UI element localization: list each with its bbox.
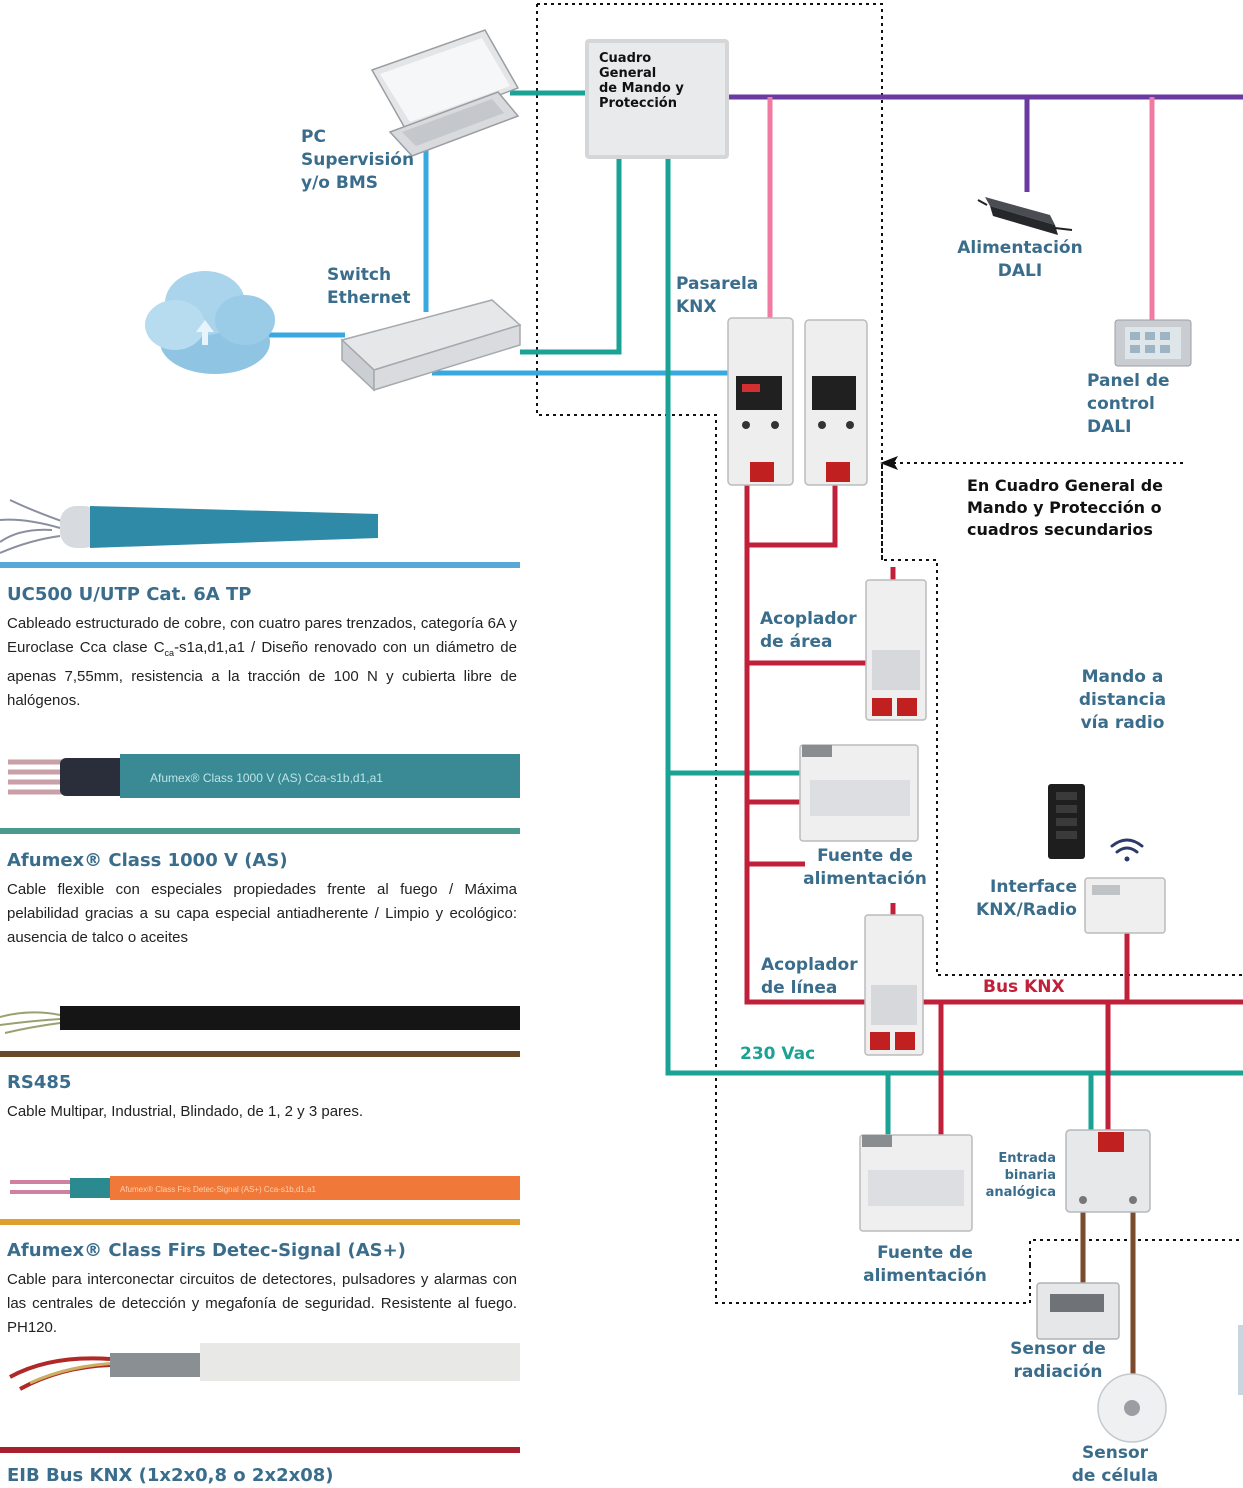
cable-photo <box>0 1006 520 1034</box>
dali-panel-label: Panel de control DALI <box>1087 371 1170 437</box>
cable-print-text: Afumex® Class 1000 V (AS) Cca-s1b,d1,a1 <box>150 771 383 785</box>
cell-sensor-label: Sensor de célula <box>1071 1443 1159 1486</box>
knx-radio-interface-module <box>1084 877 1166 934</box>
enclosure-boundary <box>536 3 1243 1304</box>
radiation-sensor-icon <box>1036 1282 1120 1340</box>
cable-strip <box>0 1051 520 1057</box>
knx-power-supply-module <box>799 744 919 842</box>
cable-photo <box>9 1343 520 1391</box>
knx-power-supply-module <box>859 1134 973 1232</box>
main-switchboard: Cuadro General de Mando y Protección <box>585 39 729 159</box>
cell-sensor-icon <box>1097 1373 1167 1443</box>
vac-label: 230 Vac <box>740 1044 816 1064</box>
cable-description: Cable para interconectar circuitos de de… <box>7 1271 517 1336</box>
cable-photo: Afumex® Class Firs Detec-Signal (AS+) Cc… <box>10 1176 520 1200</box>
cable-title: Afumex® Class 1000 V (AS) <box>7 850 288 871</box>
knx-gateway-module <box>727 317 794 486</box>
gateway-label: Pasarela KNX <box>676 274 759 317</box>
knx-gateway-module <box>804 319 868 486</box>
area-coupler-module <box>865 579 927 721</box>
dali-control-panel-icon <box>1114 319 1192 367</box>
binary-input-module <box>1065 1129 1151 1213</box>
cable-description: Cable Multipar, Industrial, Blindado, de… <box>7 1103 364 1120</box>
pc-label: PC Supervisión y/o BMS <box>301 127 415 193</box>
dali-power-supply-icon <box>977 197 1073 235</box>
ethernet-wires <box>255 140 730 376</box>
wifi-icon <box>1110 838 1144 862</box>
remote-control-icon <box>1048 784 1085 859</box>
cable-title: EIB Bus KNX (1x2x0,8 o 2x2x08) <box>7 1465 334 1486</box>
line-coupler-module <box>864 914 924 1056</box>
cuadro-note: En Cuadro General de Mando y Protección … <box>967 476 1163 539</box>
cable-strip <box>0 1219 520 1225</box>
radiation-sensor-label: Sensor de radiación <box>1010 1339 1106 1382</box>
remote-label: Mando a distancia vía radio <box>1078 667 1167 733</box>
cable-print-text: Afumex® Class Firs Detec-Signal (AS+) Cc… <box>120 1185 317 1194</box>
cable-description: Cable flexible con especiales propiedade… <box>7 881 517 946</box>
cable-title: Afumex® Class Firs Detec-Signal (AS+) <box>7 1240 406 1261</box>
power-230v-wires <box>510 90 1243 1145</box>
note-arrowhead <box>880 456 898 470</box>
area-coupler-label: Acoplador de área <box>760 609 857 652</box>
ethernet-switch-icon <box>340 299 522 392</box>
bus-knx-label: Bus KNX <box>983 977 1065 997</box>
edge-device-fragment <box>1238 1325 1243 1395</box>
cable-strip <box>0 828 520 834</box>
cable-title: RS485 <box>7 1072 72 1093</box>
cable-strip <box>0 562 520 568</box>
sensor-wires <box>1080 1210 1136 1378</box>
power-supply-2-label: Fuente de alimentación <box>863 1243 987 1286</box>
binary-input-label: Entrada binaria analógica <box>985 1151 1056 1200</box>
cable-photo <box>0 499 378 554</box>
knx-bus-wires <box>744 483 1243 1145</box>
cloud-icon <box>145 271 275 374</box>
cable-strip <box>0 1447 520 1453</box>
dali-power-label: Alimentación DALI <box>957 238 1083 281</box>
power-supply-1-label: Fuente de alimentación <box>803 846 927 889</box>
cable-photo: Afumex® Class 1000 V (AS) Cca-s1b,d1,a1 <box>8 754 520 798</box>
dali-bus-wires <box>729 94 1243 192</box>
main-switchboard-title: Cuadro General de Mando y Protección <box>599 51 684 111</box>
laptop-icon <box>370 29 520 157</box>
line-coupler-label: Acoplador de línea <box>761 955 858 998</box>
switch-label: Switch Ethernet <box>327 265 411 308</box>
cable-description: Cableado estructurado de cobre, con cuat… <box>7 615 517 709</box>
dali-drop-wires <box>767 97 1155 322</box>
interface-label: Interface KNX/Radio <box>976 877 1077 920</box>
cable-title: UC500 U/UTP Cat. 6A TP <box>7 584 252 605</box>
